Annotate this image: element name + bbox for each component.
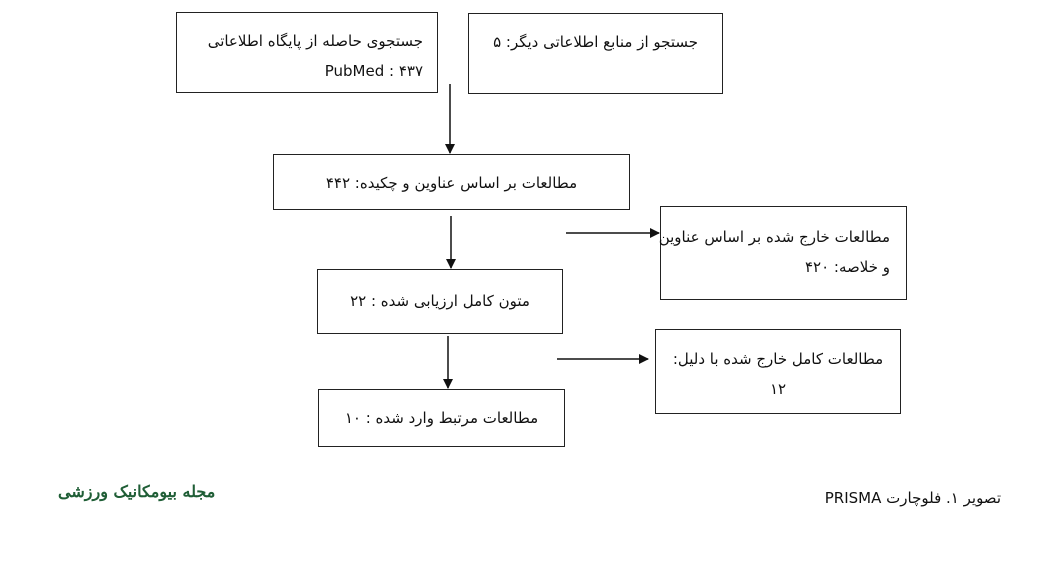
node-excluded-title-abstract-line1: مطالعات خارج شده بر اساس عناوین: [658, 228, 890, 246]
node-excluded-full-text: مطالعات کامل خارج شده با دلیل: ۱۲: [655, 329, 901, 414]
node-database-search: جستجوی حاصله از پایگاه اطلاعاتی ۴۳۷ : Pu…: [176, 12, 438, 93]
node-database-search-line1: جستجوی حاصله از پایگاه اطلاعاتی: [207, 32, 423, 50]
node-excluded-full-text-line2: ۱۲: [769, 380, 787, 398]
node-other-sources: جستجو از منابع اطلاعاتی دیگر: ۵: [468, 13, 723, 94]
node-database-search-line2: ۴۳۷ : PubMed: [324, 62, 423, 80]
figure-caption: تصویر ۱. فلوچارت PRISMA: [824, 489, 1001, 507]
node-excluded-full-text-line1: مطالعات کامل خارج شده با دلیل:: [672, 350, 884, 368]
node-excluded-title-abstract: مطالعات خارج شده بر اساس عناوین و خلاصه:…: [658, 206, 907, 300]
node-other-sources-line1: جستجو از منابع اطلاعاتی دیگر: ۵: [493, 33, 698, 51]
node-title-abstract: مطالعات بر اساس عناوین و چکیده: ۴۴۲: [273, 154, 630, 210]
node-excluded-title-abstract-line2: و خلاصه: ۴۲۰: [804, 258, 890, 276]
node-included-line1: مطالعات مرتبط وارد شده : ۱۰: [344, 409, 539, 427]
node-included: مطالعات مرتبط وارد شده : ۱۰: [318, 389, 565, 447]
node-title-abstract-line1: مطالعات بر اساس عناوین و چکیده: ۴۴۲: [325, 174, 578, 192]
node-full-text: متون کامل ارزیابی شده : ۲۲: [317, 269, 563, 334]
node-full-text-line1: متون کامل ارزیابی شده : ۲۲: [350, 292, 530, 310]
journal-logo-text: مجله بیومکانیک ورزشی: [58, 482, 216, 501]
